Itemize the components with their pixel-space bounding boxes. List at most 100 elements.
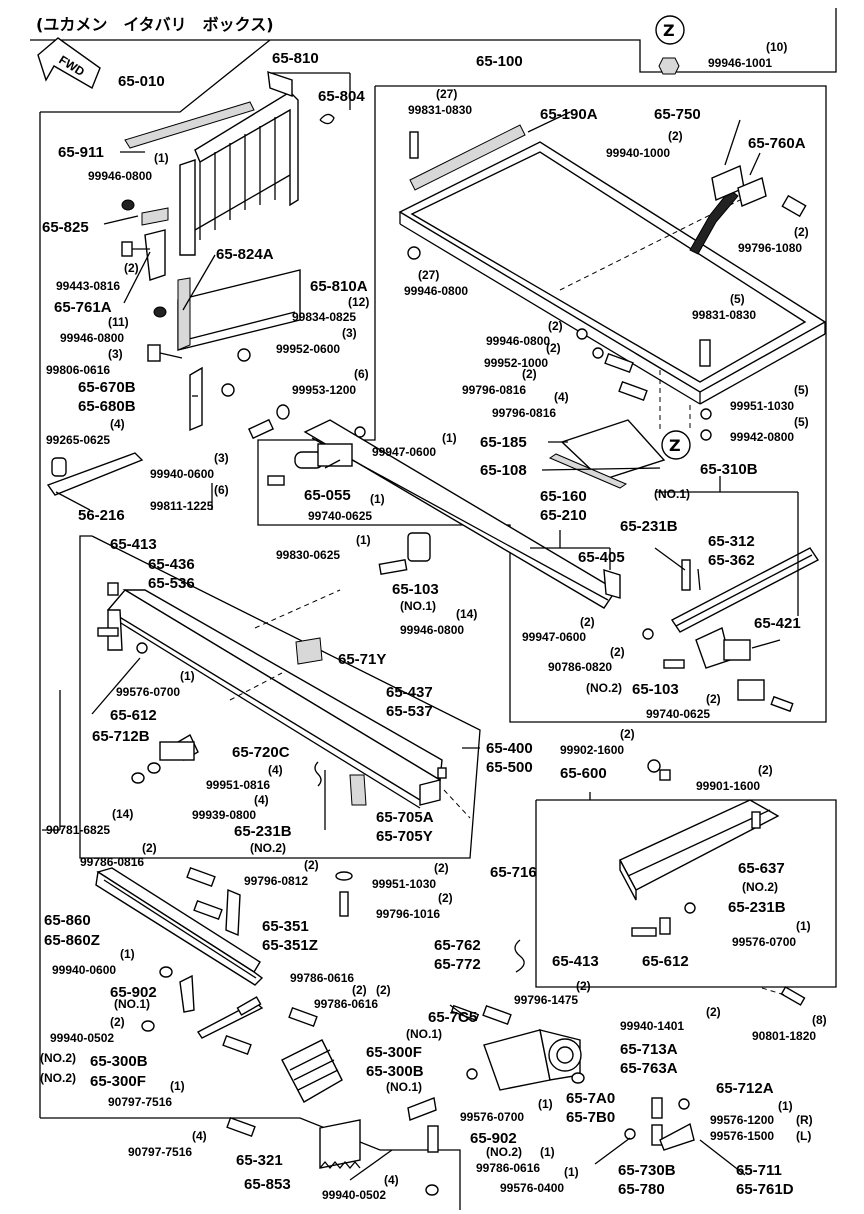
qty-label: (4) [110, 417, 125, 431]
part-label: 65-670B [78, 379, 136, 396]
part-label: 65-71Y [338, 651, 386, 668]
part-label: 65-400 [486, 740, 533, 757]
part-label: 65-600 [560, 765, 607, 782]
gate-hinge-illustration [642, 547, 820, 713]
part-label: 99901-1600 [696, 779, 760, 793]
part-label: 65-762 [434, 937, 481, 954]
qty-label: (27) [436, 87, 457, 101]
part-label: 65-810A [310, 278, 368, 295]
part-label: 65-421 [754, 615, 801, 632]
qty-label: (4) [192, 1129, 207, 1143]
part-label: 65-716 [490, 864, 537, 881]
part-label: 99946-1001 [708, 56, 772, 70]
deck-platform-illustration [398, 124, 827, 441]
z-marker-label: Z [663, 21, 675, 40]
qty-label: (1) [170, 1079, 185, 1093]
part-label: 65-7C5 [428, 1009, 477, 1026]
part-label: 65-824A [216, 246, 274, 263]
qty-label: (1) [540, 1145, 555, 1159]
part-label: 65-362 [708, 552, 755, 569]
side-label: (R) [796, 1113, 813, 1127]
part-label: 65-825 [42, 219, 89, 236]
part-label: 65-351Z [262, 937, 318, 954]
part-label: 65-103 [392, 581, 439, 598]
no-label: (NO.2) [742, 880, 778, 894]
part-label: 99576-1500 [710, 1129, 774, 1143]
part-label: 99947-0600 [372, 445, 436, 459]
part-label: 65-190A [540, 106, 598, 123]
z-marker-icon: Z Z [655, 15, 691, 460]
part-label: 99576-1200 [710, 1113, 774, 1127]
part-label: 65-310B [700, 461, 758, 478]
part-label: 99940-1000 [606, 146, 670, 160]
side-label: (L) [796, 1129, 811, 1143]
qty-label: (2) [576, 979, 591, 993]
part-label: 99443-0816 [56, 279, 120, 293]
part-label: 65-705A [376, 809, 434, 826]
qty-label: (2) [620, 727, 635, 741]
part-label: 65-730B [618, 1162, 676, 1179]
part-label: 99831-0830 [692, 308, 756, 322]
qty-label: (4) [554, 390, 569, 404]
part-label: 99576-0700 [460, 1110, 524, 1124]
part-label: 99576-0700 [116, 685, 180, 699]
part-label: 65-612 [110, 707, 157, 724]
nut-icon [658, 57, 680, 75]
qty-label: (8) [812, 1013, 827, 1027]
qty-label: (4) [254, 793, 269, 807]
part-label: 99796-1016 [376, 907, 440, 921]
part-label: 65-713A [620, 1041, 678, 1058]
cab-guard-illustration [124, 70, 335, 256]
qty-label: (27) [418, 268, 439, 282]
part-label: 99940-1401 [620, 1019, 684, 1033]
qty-label: (2) [668, 129, 683, 143]
part-label: 65-437 [386, 684, 433, 701]
qty-label: (2) [304, 858, 319, 872]
part-label: 65-103 [632, 681, 679, 698]
part-label: 65-637 [738, 860, 785, 877]
part-label: 65-761A [54, 299, 112, 316]
part-label: 99942-0800 [730, 430, 794, 444]
qty-label: (3) [108, 347, 123, 361]
qty-label: (2) [758, 763, 773, 777]
part-label: 99946-0800 [400, 623, 464, 637]
part-label: 65-351 [262, 918, 309, 935]
part-label: 99946-0800 [486, 334, 550, 348]
fwd-arrow-icon: FWD [37, 37, 101, 90]
qty-label: (2) [376, 983, 391, 997]
part-label: 65-185 [480, 434, 527, 451]
front-board-illustration [121, 199, 301, 432]
part-label: 65-413 [552, 953, 599, 970]
labels: (ユカメン イタバリ ボックス) 65-010 65-810 65-804 65… [36, 15, 827, 1202]
qty-label: (2) [124, 261, 139, 275]
part-label: 99576-0400 [500, 1181, 564, 1195]
step-toolbox-illustration [141, 966, 695, 1196]
part-label: 99830-0625 [276, 548, 340, 562]
no-label: (NO.2) [486, 1145, 522, 1159]
side-sill-illustration [247, 404, 621, 609]
part-label: 65-100 [476, 53, 523, 70]
qty-label: (2) [548, 319, 563, 333]
part-label: 65-763A [620, 1060, 678, 1077]
part-label: 99953-1200 [292, 383, 356, 397]
qty-label: (5) [794, 383, 809, 397]
qty-label: (2) [438, 891, 453, 905]
qty-label: (2) [522, 367, 537, 381]
part-label: 65-231B [620, 518, 678, 535]
rear-bumper-illustration [95, 866, 525, 986]
part-label: 65-500 [486, 759, 533, 776]
part-label: 65-612 [642, 953, 689, 970]
part-label: 99951-1030 [372, 877, 436, 891]
qty-label: (2) [610, 645, 625, 659]
no-label: (NO.1) [400, 599, 436, 613]
qty-label: (14) [456, 607, 477, 621]
qty-label: (1) [796, 919, 811, 933]
z-marker-label-2: Z [669, 436, 681, 455]
part-label: 90781-6825 [46, 823, 110, 837]
part-label: 99796-1080 [738, 241, 802, 255]
qty-label: (2) [706, 1005, 721, 1019]
part-label: 65-711 [736, 1162, 782, 1179]
qty-label: (10) [766, 40, 787, 54]
part-label: 99834-0825 [292, 310, 356, 324]
